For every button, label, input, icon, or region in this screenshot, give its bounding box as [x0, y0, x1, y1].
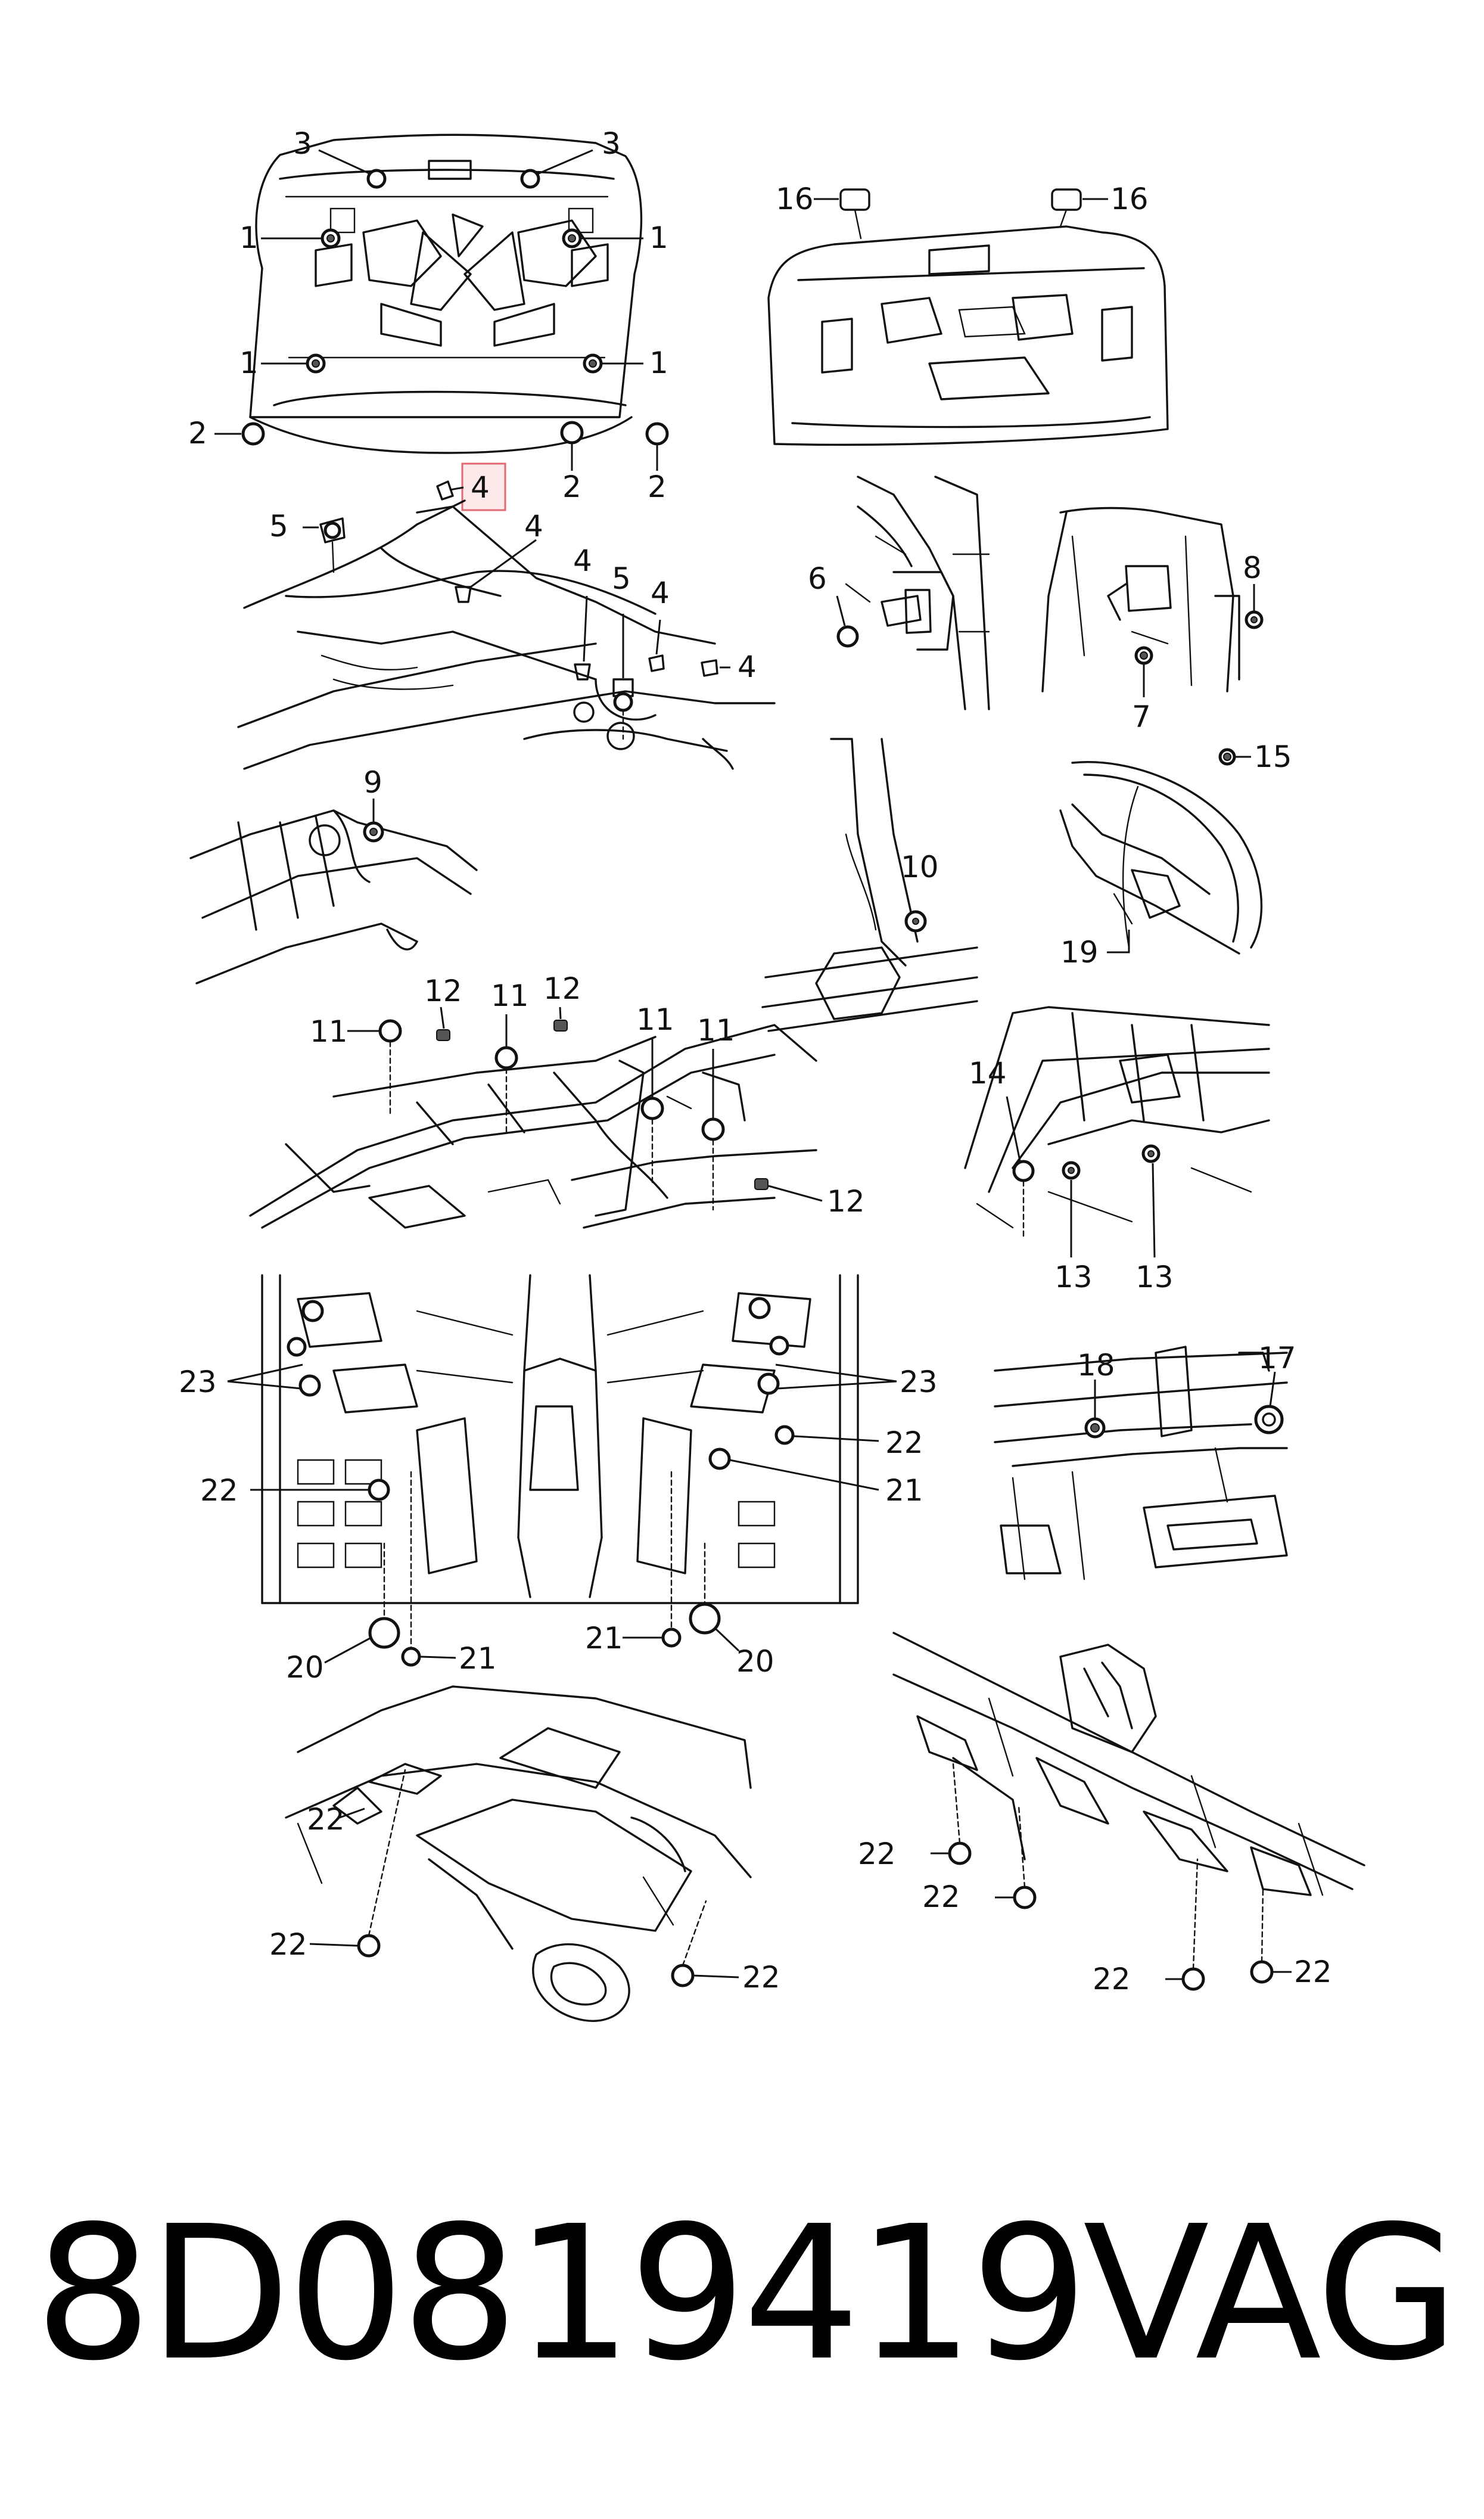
tunnel-callout-22-right: 22	[742, 1960, 780, 1995]
underbody-callout-21-bottom-left: 21	[459, 1641, 497, 1676]
rear-floor-callout-14: 14	[969, 1056, 1007, 1091]
floor-callout-12-left: 12	[424, 974, 462, 1008]
engine-bay-callout-4-highlighted: 4	[471, 470, 490, 505]
tunnel-callout-22-top: 22	[307, 1802, 345, 1837]
rear-wheel-arch-panel	[1059, 748, 1263, 955]
engine-bay-callout-5-left: 5	[269, 509, 288, 543]
rear-seat-floor-panel	[964, 1006, 1270, 1258]
hood-callout-1-upper-right: 1	[649, 220, 668, 255]
engine-bay-callout-4-right: 4	[651, 576, 670, 610]
wheel-arch-callout-19: 19	[1060, 935, 1099, 970]
hood-callout-1-upper-left: 1	[239, 220, 259, 255]
brand-label: VAG	[1082, 2186, 1459, 2402]
hood-callout-2-left: 2	[188, 416, 207, 451]
underbody-callout-23-right: 23	[900, 1365, 938, 1399]
engine-bay-callout-4-center: 4	[524, 509, 543, 543]
rear-underside-callout-22-d: 22	[1294, 1955, 1332, 1989]
underbody-callout-20-left: 20	[286, 1650, 324, 1685]
floor-callout-12-center: 12	[543, 971, 581, 1006]
floor-callout-11-right: 11	[636, 1002, 674, 1037]
hood-callout-1-lower-left: 1	[239, 346, 259, 380]
floor-callout-12-right: 12	[827, 1184, 865, 1219]
trunk-lid-panel	[767, 188, 1169, 446]
rear-door-pillar-panel	[1041, 507, 1264, 697]
tunnel-callout-22-left: 22	[269, 1927, 307, 1962]
hood-callout-1-lower-right: 1	[649, 346, 668, 380]
engine-bay-callout-4-far-right: 4	[738, 650, 757, 684]
engine-bay-callout-5-right: 5	[612, 561, 631, 596]
underbody-callout-20-right: 20	[736, 1644, 774, 1679]
hinge-callout-6: 6	[808, 561, 827, 596]
floor-callout-11-center: 11	[491, 979, 529, 1013]
underbody-callout-21-bottom-right: 21	[585, 1621, 623, 1655]
underbody-top-view-panel	[227, 1274, 897, 1667]
front-side-member-panel	[189, 799, 478, 984]
floor-callout-11-far-right: 11	[697, 1013, 735, 1048]
cross-member-callout-17: 17	[1258, 1341, 1296, 1375]
hood-callout-2-center: 2	[562, 470, 581, 504]
trunk-callout-16-right: 16	[1110, 182, 1149, 216]
front-floor-panel	[249, 1007, 823, 1229]
cross-member-callout-18: 18	[1077, 1348, 1115, 1383]
rear-underside-callout-22-b: 22	[922, 1880, 960, 1914]
tunnel-underside-panel	[285, 1685, 752, 2022]
rear-floor-underside-panel	[892, 1632, 1365, 1991]
engine-bay-callout-4-mid: 4	[573, 543, 592, 578]
underbody-callout-22-right: 22	[885, 1425, 923, 1460]
rear-cross-member-panel	[994, 1346, 1288, 1580]
trunk-callout-16-left: 16	[776, 182, 814, 216]
underbody-callout-22-left: 22	[200, 1473, 238, 1508]
side-member-callout-9: 9	[363, 765, 382, 800]
hood-callout-2-right: 2	[648, 470, 667, 504]
footer: 8D0819419 VAG	[0, 2175, 1484, 2431]
pillar-callout-8: 8	[1243, 551, 1262, 585]
underbody-callout-21-right: 21	[885, 1473, 923, 1508]
wheel-arch-callout-15: 15	[1254, 740, 1292, 774]
front-engine-bay-panel	[237, 462, 776, 770]
underbody-callout-23-left: 23	[179, 1365, 217, 1399]
hood-fastener-markers	[241, 169, 669, 446]
floor-callout-11-far-left: 11	[310, 1014, 348, 1049]
highlighted-callout-box	[461, 462, 506, 511]
pillar-callout-7: 7	[1132, 700, 1151, 734]
part-number: 8D0819419	[35, 2186, 1088, 2402]
rear-underside-callout-22-a: 22	[858, 1837, 896, 1871]
hood-underside-panel	[214, 133, 669, 471]
b-pillar-panel	[761, 738, 978, 1032]
b-pillar-callout-10: 10	[901, 850, 939, 884]
rear-floor-callout-13-left: 13	[1054, 1260, 1093, 1294]
hood-callout-3-right: 3	[602, 126, 621, 161]
hood-callout-3-left: 3	[293, 126, 312, 161]
front-door-hinge-panel	[836, 476, 990, 710]
rear-underside-callout-22-c: 22	[1093, 1962, 1131, 1996]
rear-floor-callout-13-right: 13	[1135, 1260, 1174, 1294]
